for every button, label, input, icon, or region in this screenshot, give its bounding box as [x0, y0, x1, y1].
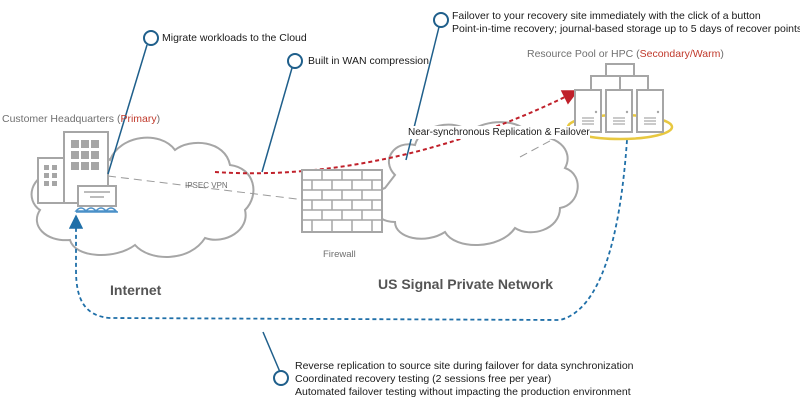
- callout-reverse-line-3: Automated failover testing without impac…: [295, 386, 631, 398]
- callout-migrate-text: Migrate workloads to the Cloud: [162, 32, 307, 44]
- callout-failover-line-2: Point-in-time recovery; journal-based st…: [452, 23, 800, 35]
- replication-label: Near-synchronous Replication & Failover: [408, 126, 590, 139]
- callout-reverse-line-2: Coordinated recovery testing (2 sessions…: [295, 373, 552, 385]
- primary-site-label: Customer Headquarters (Primary): [2, 113, 161, 125]
- callout-reverse-text: Reverse replication to source site durin…: [295, 360, 634, 399]
- callout-failover-line-1: Failover to your recovery site immediate…: [452, 10, 761, 22]
- private-network-cloud: [371, 121, 579, 246]
- router-appliance-icon: [74, 185, 118, 213]
- secondary-site-label: Resource Pool or HPC (Secondary/Warm): [527, 48, 724, 60]
- firewall-icon: [301, 169, 383, 233]
- callout-pin-migrate: [107, 30, 159, 175]
- server-pool-icon: [574, 63, 664, 133]
- callout-wan-text: Built in WAN compression: [308, 55, 429, 67]
- callout-pin-wan: [261, 53, 303, 173]
- callout-pin-reverse: [262, 331, 289, 386]
- callout-failover-text: Failover to your recovery site immediate…: [452, 10, 800, 36]
- ipsec-vpn-label: IPSEC VPN: [185, 181, 228, 190]
- firewall-label: Firewall: [323, 249, 356, 260]
- callout-pin-failover: [405, 12, 449, 161]
- ipsec-vpn-line: [107, 175, 306, 201]
- reverse-replication-arrow: [68, 139, 628, 321]
- callout-reverse-line-1: Reverse replication to source site durin…: [295, 360, 634, 372]
- private-network-label: US Signal Private Network: [378, 276, 554, 292]
- internet-network-label: Internet: [110, 282, 162, 298]
